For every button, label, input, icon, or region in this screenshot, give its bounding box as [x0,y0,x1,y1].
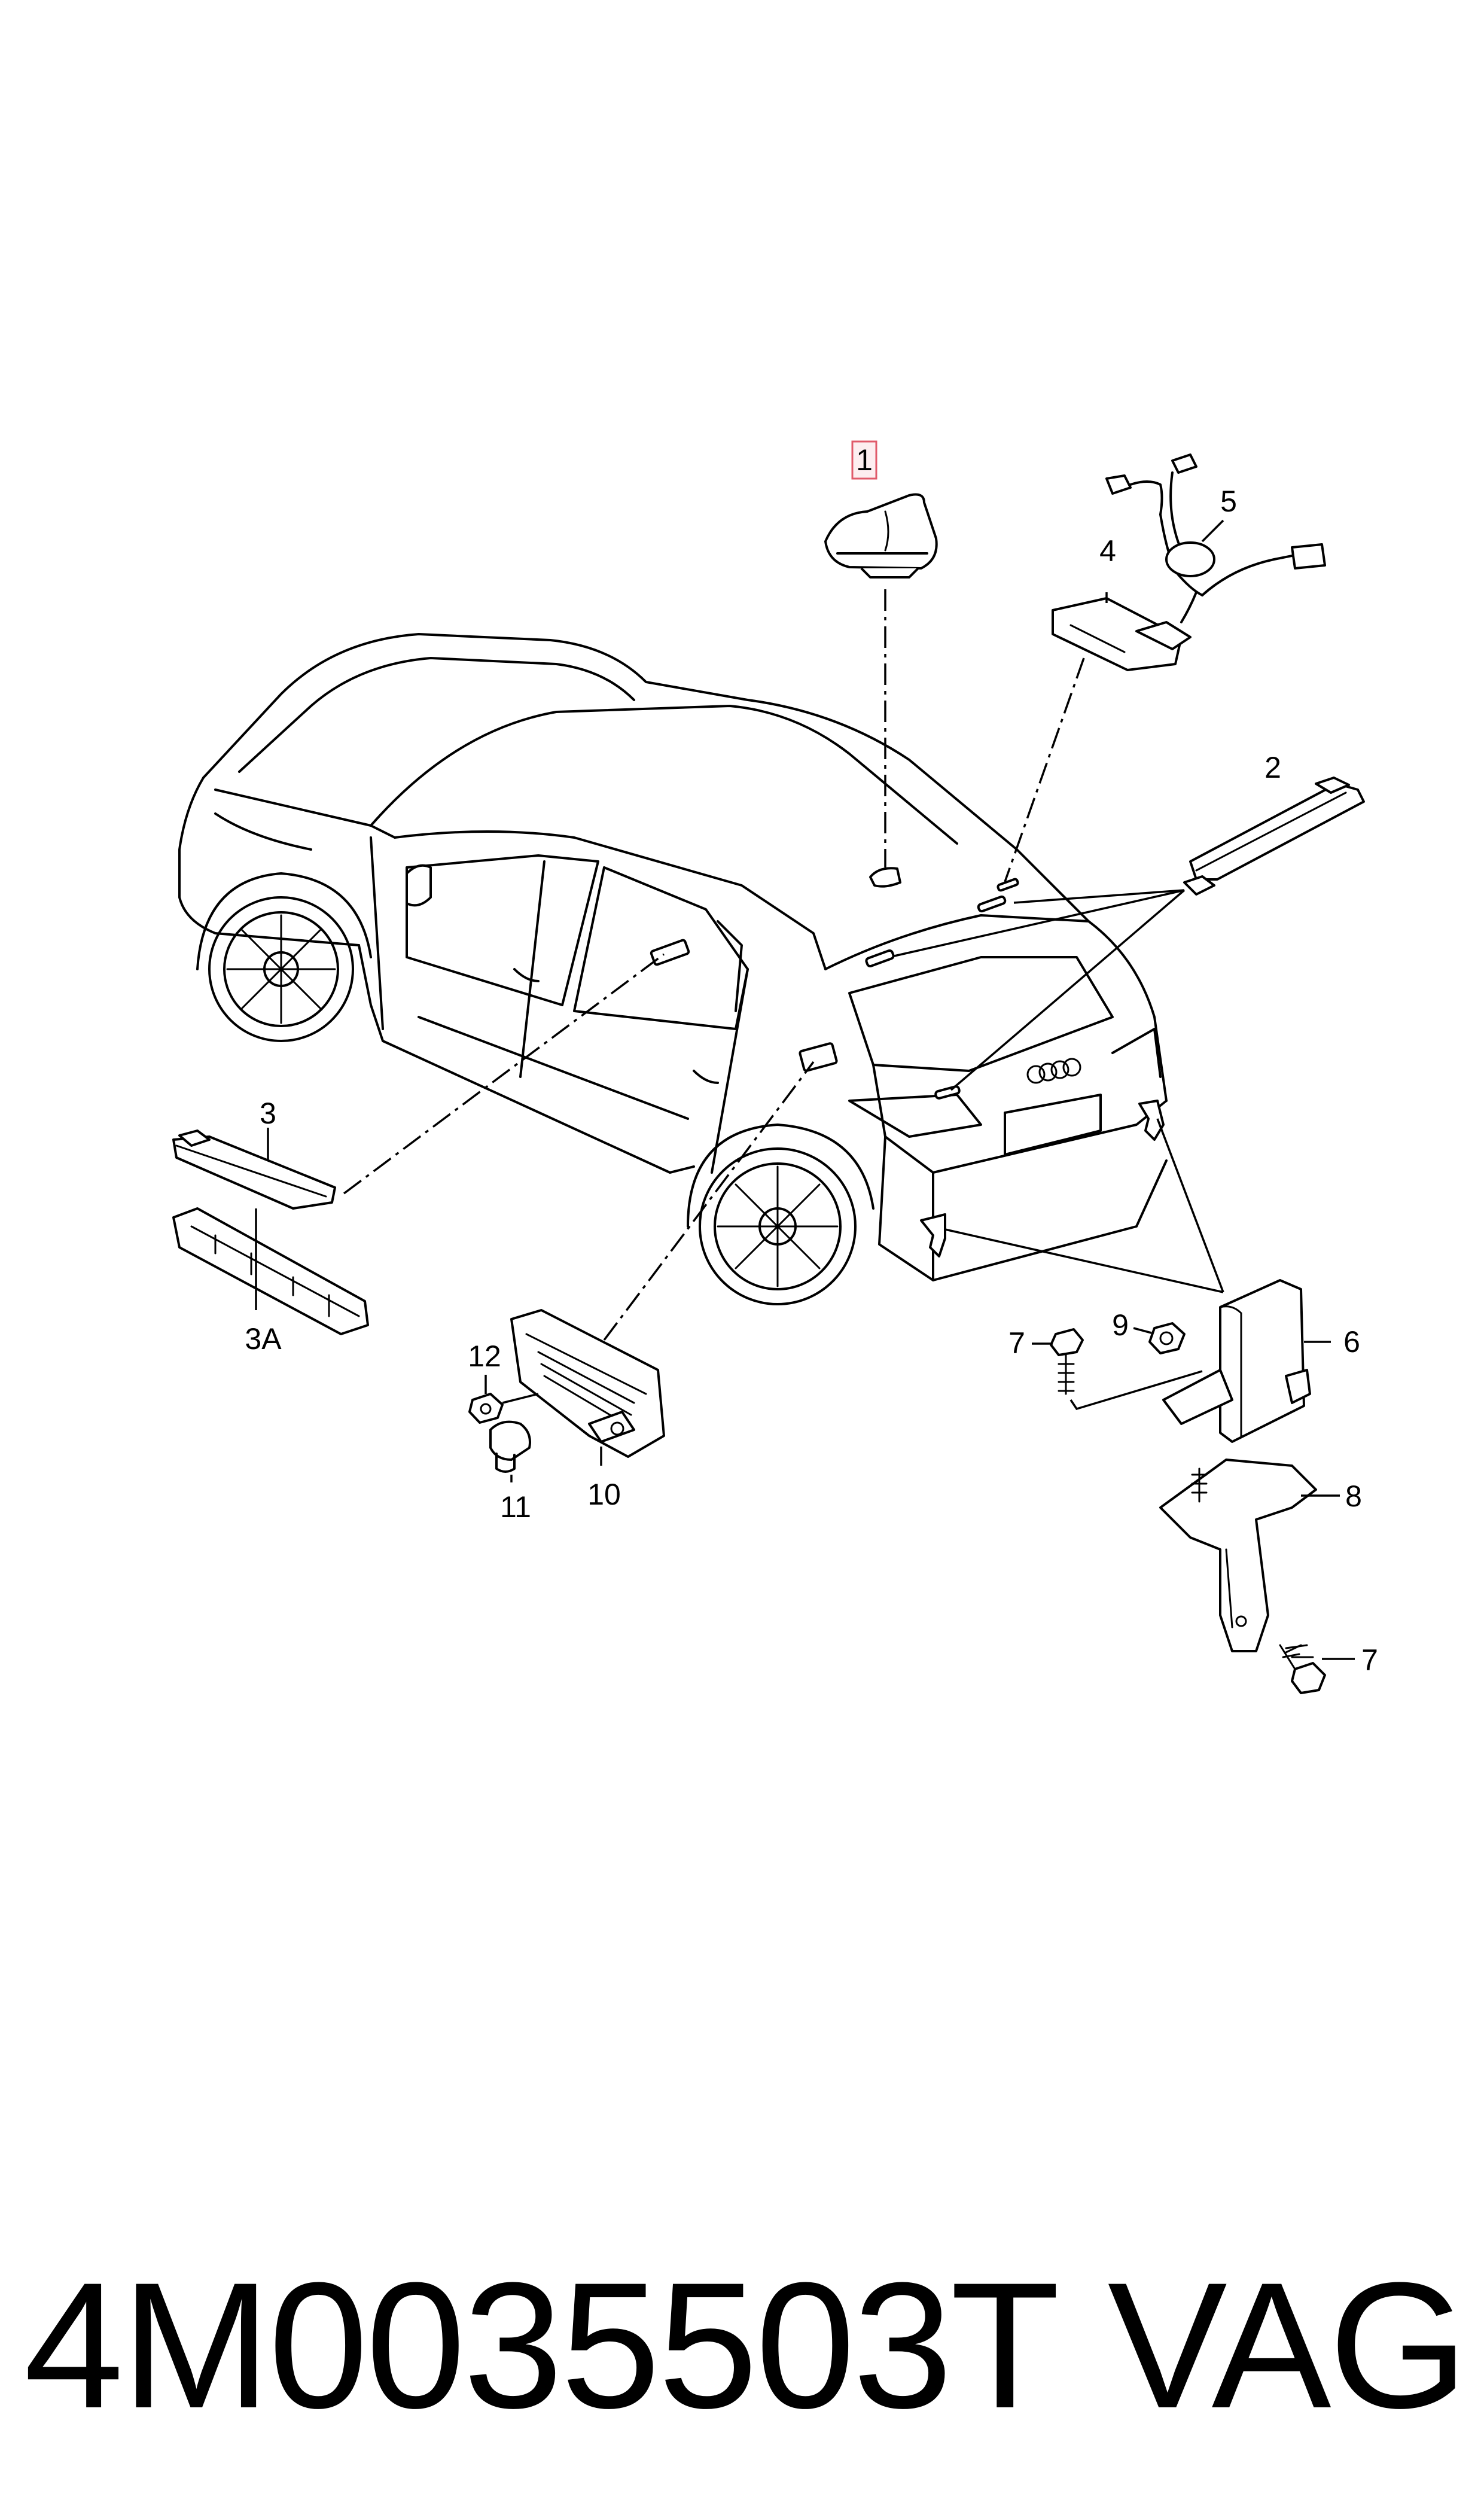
vehicle-outline [178,633,1168,1305]
callout-4[interactable]: 4 [1099,534,1116,568]
part-4-module-holder[interactable] [1052,597,1192,671]
callout-8[interactable]: 8 [1345,1479,1362,1513]
callout-9[interactable]: 9 [1112,1308,1129,1342]
callout-11[interactable]: 11 [500,1490,531,1524]
callout-1[interactable]: 1 [856,443,873,477]
part-7-bolt-upper[interactable] [1050,1328,1084,1395]
brand-rings-icon [1026,1058,1081,1084]
part-2-antenna-amplifier[interactable] [1183,777,1365,896]
callout-6[interactable]: 6 [1343,1325,1360,1359]
part-5-wiring-harness[interactable] [1105,453,1326,623]
callout-2[interactable]: 2 [1264,751,1281,784]
part-8-mounting-bracket[interactable] [1159,1459,1317,1652]
part-3a-mounting-bracket[interactable] [172,1207,369,1335]
part-12-nut[interactable] [468,1393,504,1424]
leader-lines [343,589,1224,1341]
part-6-control-unit[interactable] [1162,1279,1311,1443]
callout-labels: 1 2 3 3A 4 5 6 7 7 8 9 10 11 12 [245,440,1378,1677]
callout-10[interactable]: 10 [587,1478,621,1511]
vehicle-mount-points [650,878,1165,1258]
part-7-bolt-lower[interactable] [1279,1644,1326,1694]
callout-3a[interactable]: 3A [245,1322,282,1356]
part-3-antenna-module[interactable] [172,1129,336,1210]
callout-7-lower[interactable]: 7 [1361,1643,1378,1677]
callout-12[interactable]: 12 [468,1339,501,1373]
callout-3[interactable]: 3 [260,1097,276,1130]
part-10-control-module[interactable] [510,1309,665,1458]
part-9-nut[interactable] [1148,1322,1186,1354]
part-1-roof-antenna[interactable] [824,493,938,578]
part-11-rivet[interactable] [489,1420,531,1473]
part-number-label: 4M0035503T [24,2245,1060,2446]
callout-1-highlight [851,440,877,480]
callout-7-upper[interactable]: 7 [1008,1326,1025,1360]
callout-5[interactable]: 5 [1220,485,1237,518]
brand-label: VAG [1107,2245,1468,2446]
